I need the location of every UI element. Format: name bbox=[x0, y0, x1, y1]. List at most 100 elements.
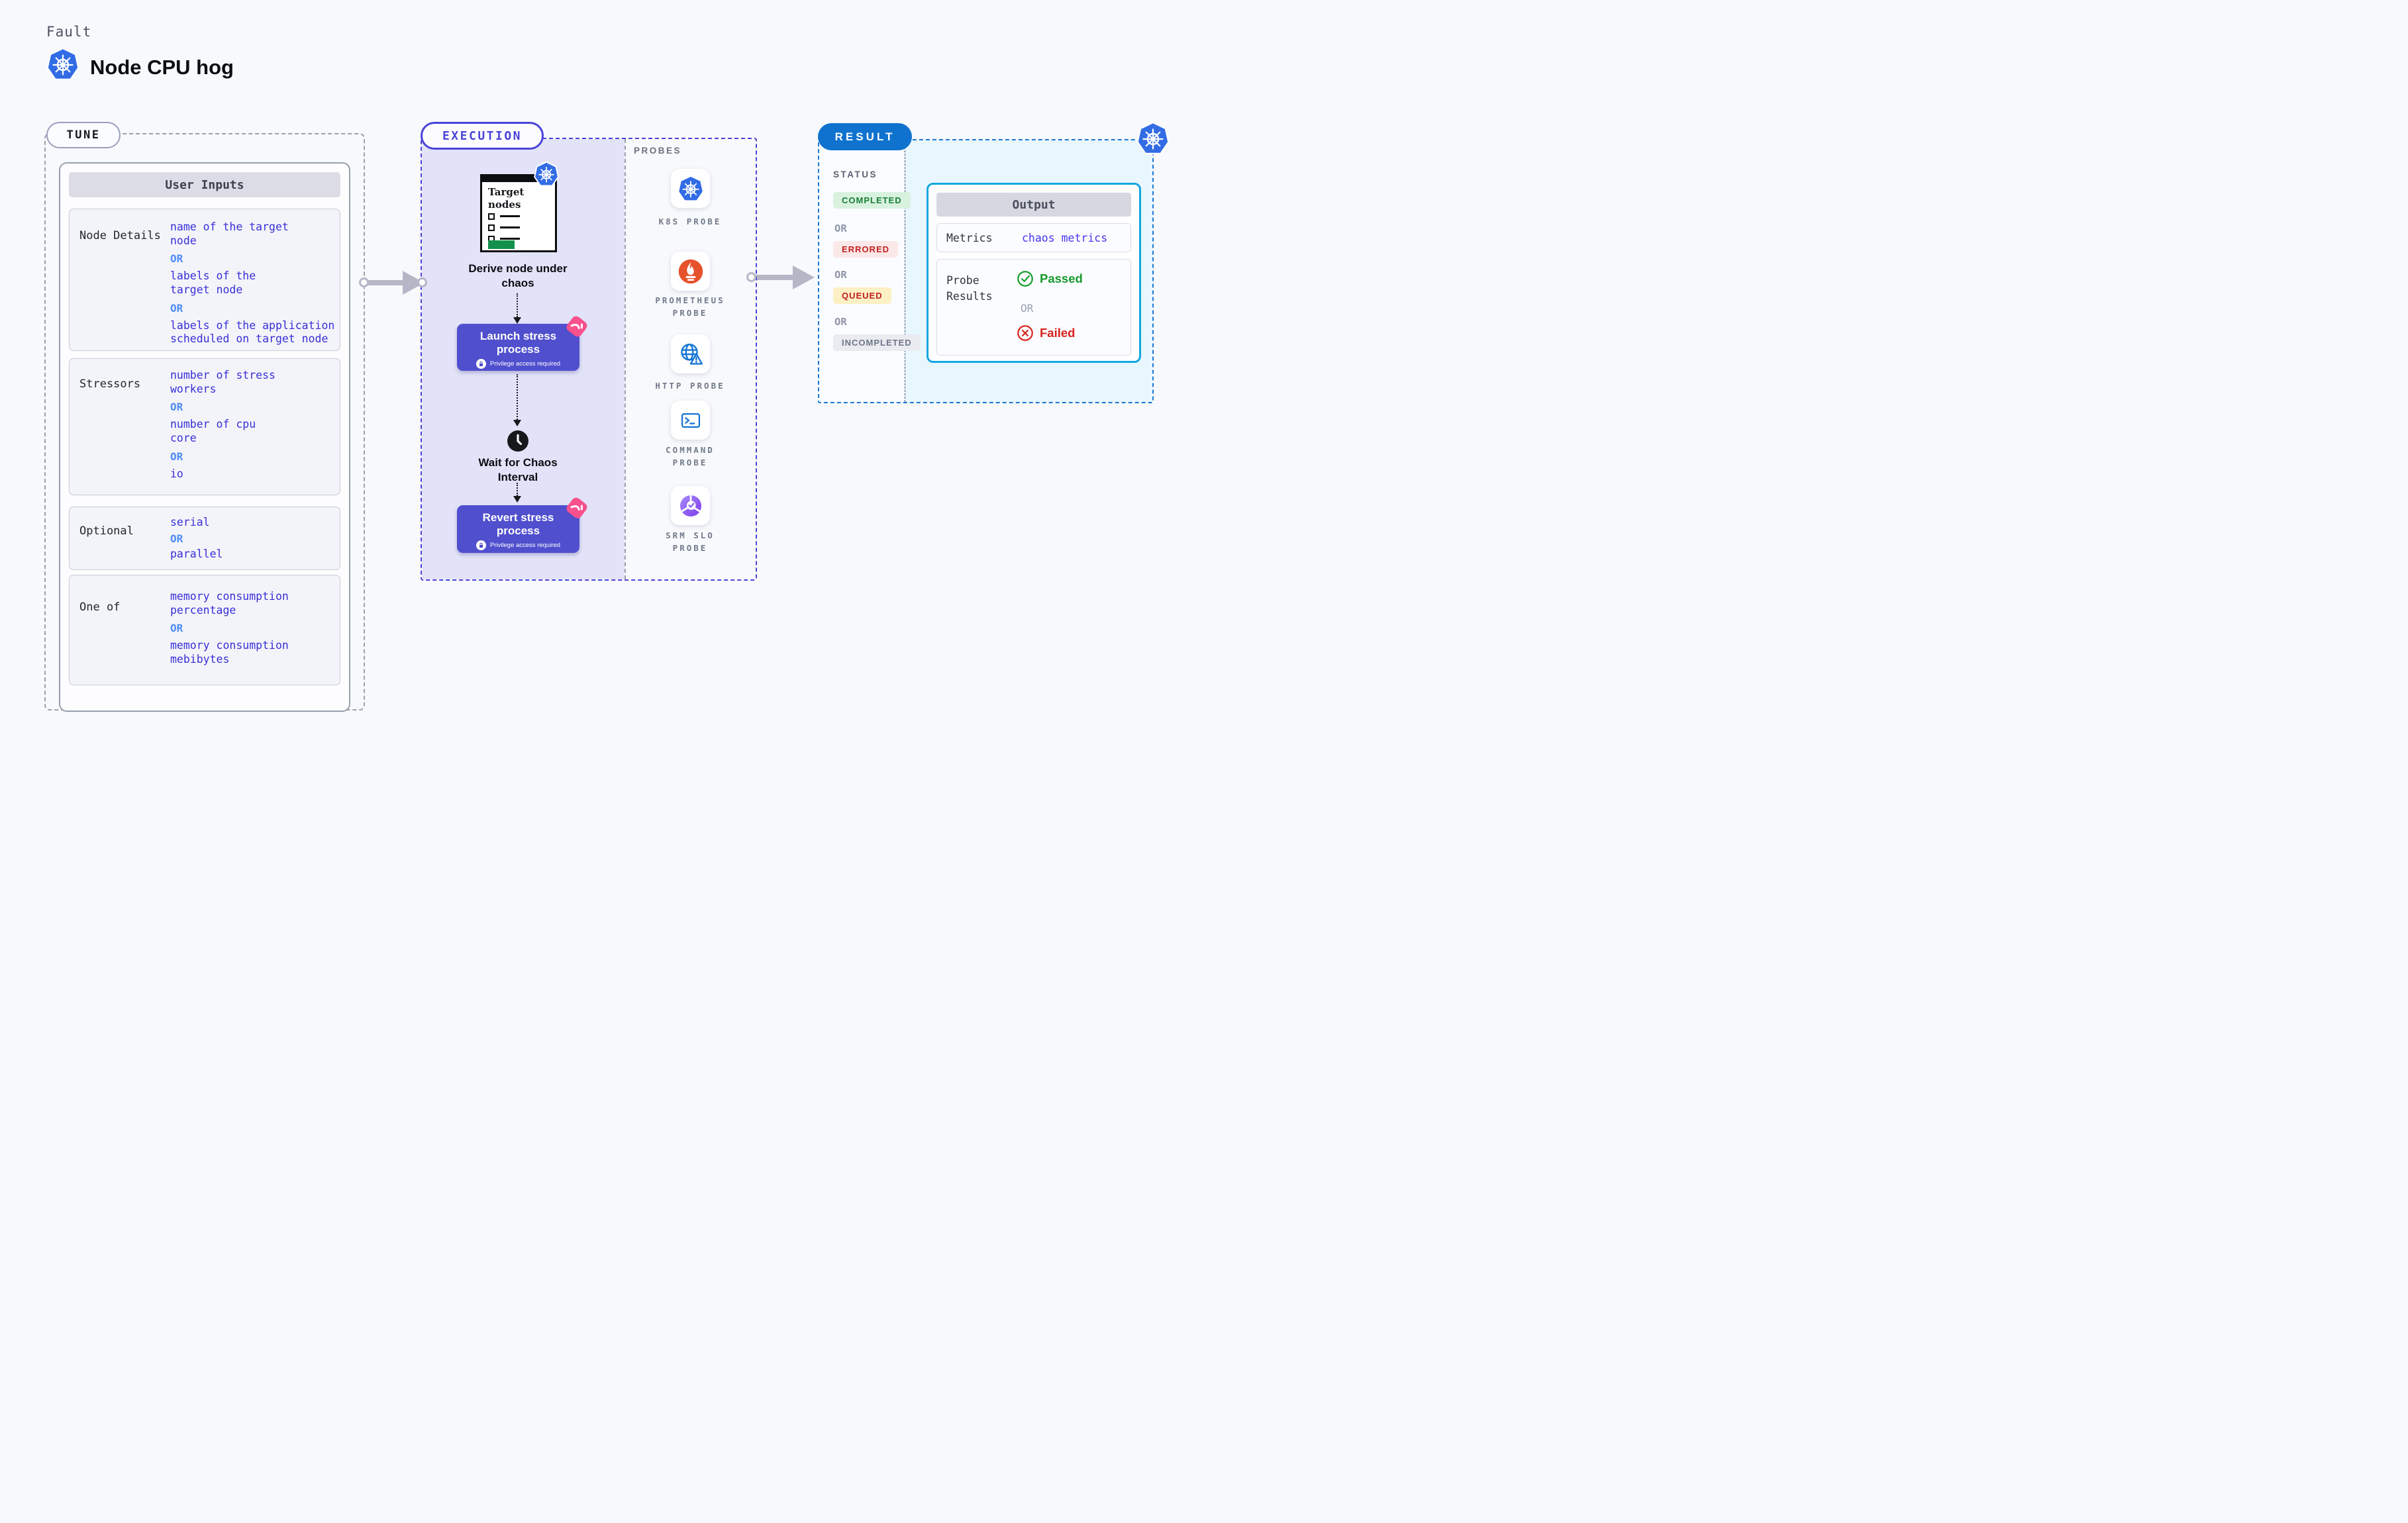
passed-label: Passed bbox=[1040, 271, 1083, 285]
input-value: labels of the application scheduled on t… bbox=[170, 319, 335, 346]
input-row-optional: Optional serial OR parallel bbox=[69, 507, 340, 570]
input-value: serial bbox=[170, 516, 210, 528]
list-line bbox=[500, 215, 520, 217]
or-separator: OR bbox=[834, 316, 847, 328]
passed-result: Passed bbox=[1017, 270, 1083, 287]
command-probe-card bbox=[671, 401, 710, 440]
status-badge-errored: ERRORED bbox=[833, 241, 899, 258]
slo-donut-check-icon bbox=[679, 494, 701, 516]
arrow-start-node bbox=[746, 272, 756, 282]
kubernetes-icon bbox=[534, 162, 559, 187]
arrowhead bbox=[513, 496, 521, 503]
target-nodes-card: Target nodes bbox=[480, 174, 557, 252]
terminal-icon bbox=[681, 413, 700, 428]
k8s-probe-card bbox=[671, 169, 710, 208]
wait-chaos-interval-label: Wait for Chaos Interval bbox=[478, 456, 558, 484]
result-badge: RESULT bbox=[818, 123, 912, 150]
kubernetes-icon bbox=[46, 48, 79, 81]
status-badge-incompleted: INCOMPLETED bbox=[833, 334, 921, 351]
output-title: Output bbox=[936, 193, 1131, 217]
user-inputs-card: User Inputs Node Details name of the tar… bbox=[59, 162, 350, 712]
clock-icon bbox=[507, 430, 528, 452]
tune-to-execution-arrow bbox=[366, 280, 405, 285]
derive-node-step-label: Derive node under chaos bbox=[468, 262, 568, 290]
input-row-one-of: One of memory consumption percentage OR … bbox=[69, 575, 340, 685]
input-row-node-details: Node Details name of the target node OR … bbox=[69, 209, 340, 351]
or-separator: OR bbox=[170, 301, 183, 315]
probe-label: K8S PROBE bbox=[658, 217, 722, 226]
or-separator: OR bbox=[170, 450, 183, 463]
prometheus-icon bbox=[678, 259, 703, 283]
input-value: name of the target node bbox=[170, 221, 289, 247]
input-value: number of cpu core bbox=[170, 418, 256, 444]
lock-icon bbox=[476, 540, 486, 550]
input-value: parallel bbox=[170, 547, 223, 560]
arrowhead bbox=[513, 420, 521, 426]
launch-stress-process-node: Launch stress process Privilege access r… bbox=[457, 314, 589, 371]
or-separator: OR bbox=[834, 222, 847, 234]
input-value: number of stress workers bbox=[170, 369, 276, 395]
privilege-note: Privilege access required bbox=[489, 541, 561, 549]
input-row-label: Stressors bbox=[79, 377, 141, 391]
output-card: Output Metrics chaos metrics Probe Resul… bbox=[927, 183, 1141, 363]
list-line bbox=[500, 226, 520, 228]
or-separator: OR bbox=[1021, 302, 1034, 315]
or-separator: OR bbox=[170, 401, 183, 414]
probes-to-result-arrow bbox=[754, 275, 795, 280]
probe-label: PROMETHEUS PROBE bbox=[655, 295, 725, 319]
execution-panel bbox=[421, 138, 757, 581]
flow-connector bbox=[517, 374, 518, 420]
kubernetes-icon bbox=[1136, 122, 1170, 155]
probe-results-label: Probe Results bbox=[946, 274, 993, 303]
input-row-label: Optional bbox=[79, 524, 134, 538]
or-separator: OR bbox=[170, 532, 183, 545]
input-row-label: Node Details bbox=[79, 229, 161, 242]
x-circle-icon bbox=[1017, 325, 1033, 341]
input-value: memory consumption mebibytes bbox=[170, 639, 289, 665]
metrics-label: Metrics bbox=[946, 232, 993, 244]
green-button-shape bbox=[488, 240, 515, 249]
probes-panel-label: PROBES bbox=[634, 146, 682, 156]
arrowhead bbox=[513, 317, 521, 324]
checkbox-icon bbox=[488, 224, 495, 231]
failed-label: Failed bbox=[1040, 326, 1076, 340]
status-badge-queued: QUEUED bbox=[833, 287, 891, 304]
lock-icon bbox=[476, 358, 486, 369]
or-separator: OR bbox=[834, 269, 847, 281]
kubernetes-icon bbox=[677, 175, 704, 202]
target-nodes-title: Target nodes bbox=[488, 186, 525, 211]
http-globe-warning-icon bbox=[680, 343, 703, 365]
fault-kicker: Fault bbox=[46, 24, 92, 40]
srm-slo-probe-card bbox=[671, 486, 710, 525]
litmus-chaos-icon bbox=[564, 495, 589, 520]
execution-probes-divider bbox=[625, 139, 626, 579]
checkbox-icon bbox=[488, 213, 495, 220]
arrow-end-node bbox=[417, 277, 427, 287]
metrics-value: chaos metrics bbox=[1022, 232, 1108, 244]
input-row-stressors: Stressors number of stress workers OR nu… bbox=[69, 358, 340, 495]
prometheus-probe-card bbox=[671, 252, 710, 291]
metrics-row: Metrics chaos metrics bbox=[936, 223, 1131, 252]
input-value: io bbox=[170, 467, 183, 480]
litmus-chaos-icon bbox=[564, 314, 589, 339]
status-column-label: STATUS bbox=[833, 170, 878, 179]
step-title: Revert stress process bbox=[482, 511, 554, 538]
revert-stress-process-node: Revert stress process Privilege access r… bbox=[457, 495, 589, 553]
page-title: Node CPU hog bbox=[90, 56, 234, 79]
user-inputs-title: User Inputs bbox=[69, 172, 340, 197]
or-separator: OR bbox=[170, 622, 183, 635]
step-title: Launch stress process bbox=[479, 330, 557, 356]
probe-label: COMMAND PROBE bbox=[666, 445, 715, 468]
flow-connector bbox=[517, 293, 518, 317]
flow-connector bbox=[517, 483, 518, 496]
http-probe-card bbox=[671, 334, 710, 373]
execution-badge: EXECUTION bbox=[421, 122, 544, 150]
list-line bbox=[500, 238, 520, 240]
privilege-note: Privilege access required bbox=[489, 360, 561, 368]
card-top-bar bbox=[482, 176, 555, 182]
failed-result: Failed bbox=[1017, 324, 1075, 342]
arrow-start-node bbox=[359, 277, 369, 287]
probe-label: SRM SLO PROBE bbox=[666, 530, 715, 554]
probe-label: HTTP PROBE bbox=[655, 381, 725, 391]
tune-badge: TUNE bbox=[46, 122, 121, 148]
